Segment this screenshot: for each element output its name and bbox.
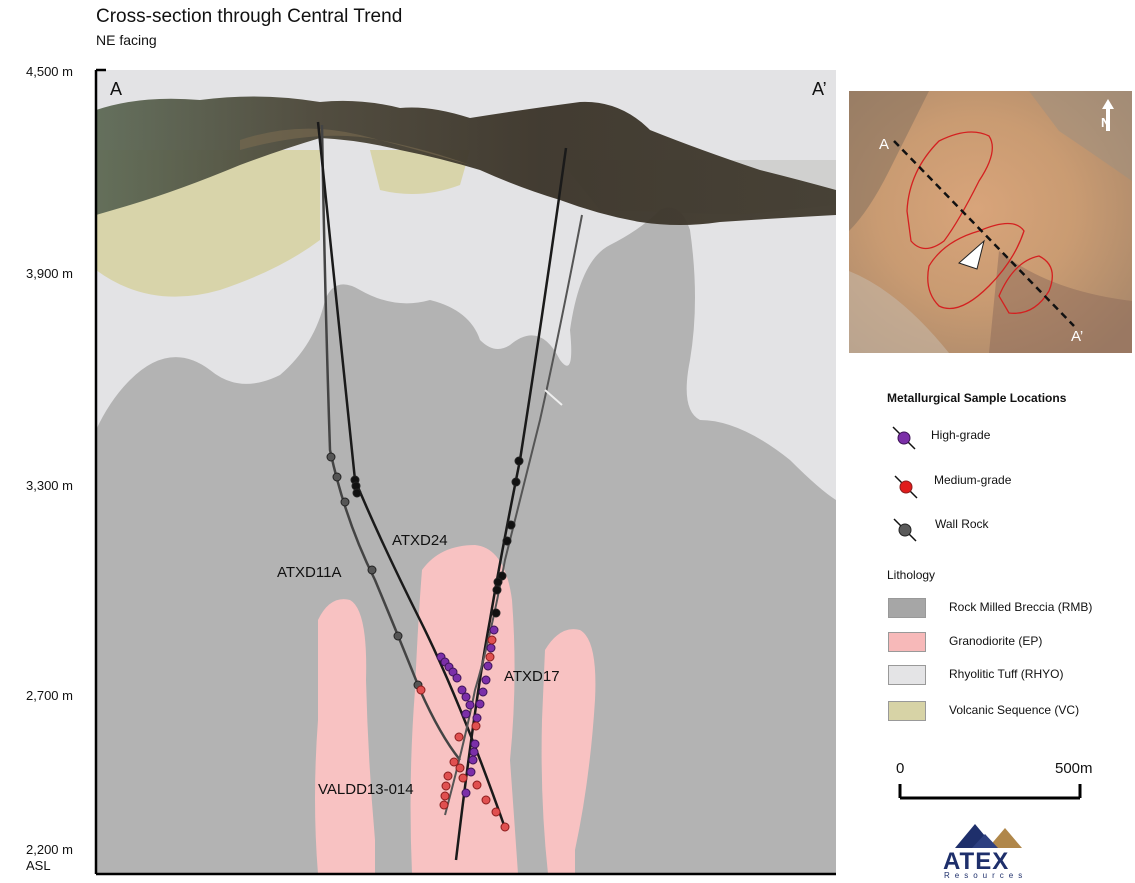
medium-grade-sample: [456, 764, 464, 772]
high-grade-sample: [470, 748, 478, 756]
medium-grade-sample: [472, 722, 480, 730]
section-end-label: A’: [812, 79, 827, 99]
legend-lithology-title: Lithology: [887, 568, 935, 582]
inset-end-label: A’: [1071, 328, 1083, 345]
label-atxd17: ATXD17: [504, 668, 560, 685]
medium-grade-sample: [459, 774, 467, 782]
medium-grade-sample: [455, 733, 463, 741]
high-grade-sample: [462, 693, 470, 701]
medium-grade-sample: [441, 792, 449, 800]
high-grade-sample: [462, 789, 470, 797]
legend-high-grade-label: High-grade: [931, 428, 990, 442]
medium-grade-sample: [492, 808, 500, 816]
legend-granodiorite-label: Granodiorite (EP): [949, 634, 1042, 648]
legend-wall-rock-label: Wall Rock: [935, 517, 989, 531]
cross-section: A A’: [0, 0, 840, 883]
medium-grade-sample: [488, 636, 496, 644]
legend-granodiorite-swatch: [888, 632, 926, 652]
high-grade-sample: [484, 662, 492, 670]
scale-bar-end-label: 500m: [1055, 760, 1093, 777]
high-grade-sample: [487, 644, 495, 652]
wall-rock-sample: [494, 578, 502, 586]
high-grade-sample: [462, 710, 470, 718]
legend-medium-grade-label: Medium-grade: [934, 473, 1011, 487]
wall-rock-sample: [327, 453, 335, 461]
north-arrow-label: N: [1101, 115, 1110, 130]
high-grade-sample: [469, 756, 477, 764]
legend-rhyolite-swatch: [888, 665, 926, 685]
high-grade-sample: [466, 701, 474, 709]
medium-grade-sample: [442, 782, 450, 790]
medium-grade-sample: [417, 686, 425, 694]
company-logo-mark: [950, 820, 1040, 850]
wall-rock-sample: [492, 609, 500, 617]
high-grade-sample: [490, 626, 498, 634]
label-valdd13-014: VALDD13-014: [318, 781, 414, 798]
wall-rock-sample: [512, 478, 520, 486]
legend-samples-title: Metallurgical Sample Locations: [887, 391, 1066, 405]
wall-rock-sample: [503, 537, 511, 545]
medium-grade-sample: [482, 796, 490, 804]
high-grade-sample: [453, 674, 461, 682]
medium-grade-sample: [440, 801, 448, 809]
section-start-label: A: [110, 79, 122, 99]
wall-rock-sample: [493, 586, 501, 594]
medium-grade-sample: [501, 823, 509, 831]
high-grade-sample: [479, 688, 487, 696]
high-grade-sample: [467, 768, 475, 776]
legend-rmb-label: Rock Milled Breccia (RMB): [949, 600, 1092, 614]
legend-rhyolite-label: Rhyolitic Tuff (RHYO): [949, 667, 1063, 681]
medium-grade-sample: [450, 758, 458, 766]
legend-wall-rock-symbol: [891, 516, 919, 544]
wall-rock-sample: [515, 457, 523, 465]
high-grade-sample: [471, 740, 479, 748]
high-grade-sample: [473, 714, 481, 722]
scale-bar: [898, 782, 1084, 802]
medium-grade-sample: [444, 772, 452, 780]
legend-high-grade-symbol: [890, 424, 918, 452]
inset-start-label: A: [879, 136, 889, 153]
medium-grade-sample: [473, 781, 481, 789]
legend-rmb-swatch: [888, 598, 926, 618]
wall-rock-sample: [394, 632, 402, 640]
medium-grade-sample: [486, 653, 494, 661]
wall-rock-sample: [341, 498, 349, 506]
high-grade-sample: [482, 676, 490, 684]
scale-bar-start-label: 0: [896, 760, 904, 777]
wall-rock-sample: [353, 489, 361, 497]
legend-volcanic-label: Volcanic Sequence (VC): [949, 703, 1079, 717]
wall-rock-sample: [507, 521, 515, 529]
wall-rock-sample: [333, 473, 341, 481]
high-grade-sample: [476, 700, 484, 708]
legend-volcanic-swatch: [888, 701, 926, 721]
company-logo-tagline: Resources: [944, 871, 1027, 880]
label-atxd11a: ATXD11A: [277, 564, 341, 581]
label-atxd24: ATXD24: [392, 532, 448, 549]
wall-rock-sample: [368, 566, 376, 574]
legend-medium-grade-symbol: [892, 473, 920, 501]
inset-map: A A’ N: [849, 91, 1132, 353]
